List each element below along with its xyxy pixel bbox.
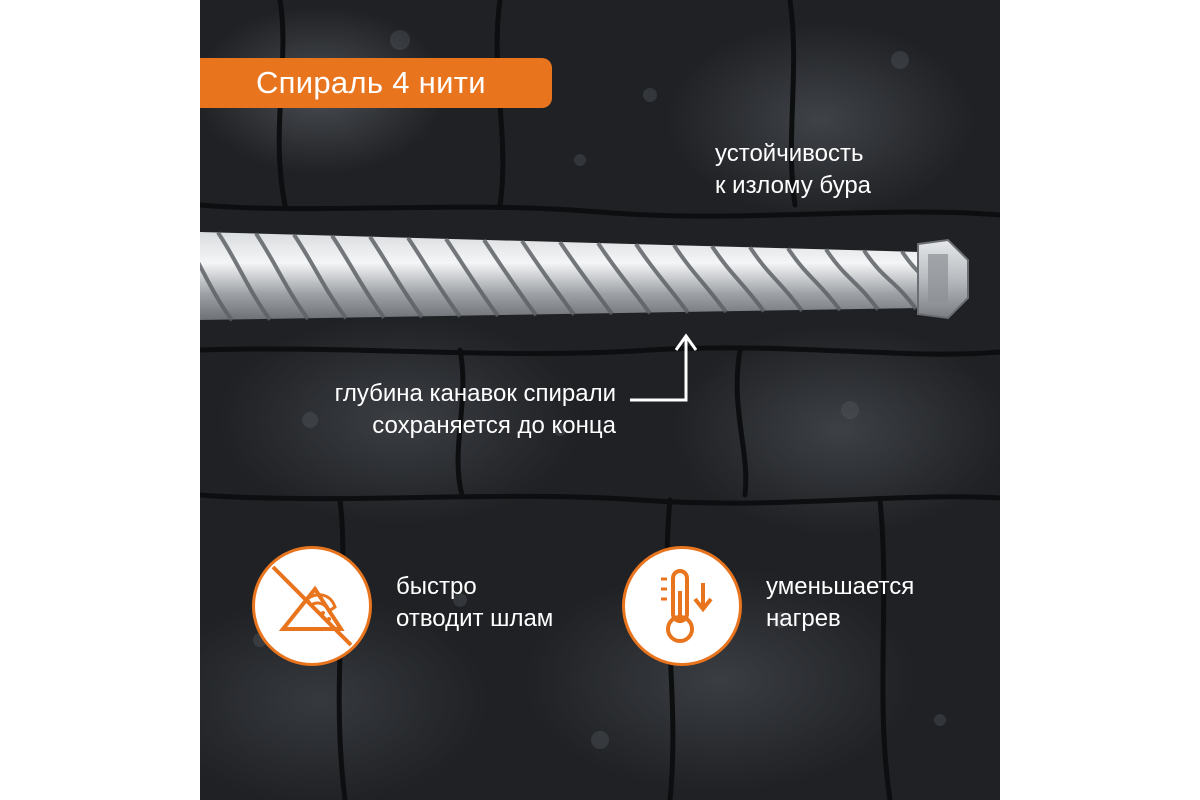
drill-flute: [200, 261, 234, 322]
feature-text-no-clog: быстро отводит шлам: [396, 571, 553, 635]
drill-flute: [368, 235, 424, 319]
feature-text-heat: уменьшается нагрев: [766, 571, 914, 635]
arrow-up-icon: [630, 333, 698, 402]
drill-flute: [520, 239, 576, 316]
drill-flute: [482, 238, 538, 317]
drill-flute: [330, 234, 386, 319]
feature-2-line-2: нагрев: [766, 605, 841, 632]
drill-flute: [444, 237, 500, 318]
feature-2-line-1: уменьшается: [766, 573, 915, 600]
drill-flute: [786, 247, 842, 312]
drill-flute: [596, 241, 652, 315]
drill-bit-image: [200, 231, 969, 322]
drill-flute: [672, 244, 728, 314]
drill-flute: [216, 231, 272, 321]
stability-line-1: устойчивость: [715, 140, 864, 167]
drill-flute: [824, 248, 880, 311]
depth-line-2: сохраняется до конца: [372, 412, 616, 439]
depth-line-1: глубина канавок спирали: [334, 380, 616, 407]
drill-flute: [406, 236, 462, 318]
no-clog-icon: [271, 565, 353, 647]
title-text: Спираль 4 нити: [256, 65, 486, 100]
stability-callout: устойчивость к излому бура: [715, 138, 871, 202]
product-card: Спираль 4 нити устойчивость к излому бур…: [200, 0, 1000, 800]
depth-callout: глубина канавок спирали сохраняется до к…: [264, 378, 616, 442]
stability-line-2: к излому бура: [715, 172, 872, 199]
drill-flute: [748, 246, 804, 313]
drill-flute: [634, 243, 690, 314]
drill-flute: [292, 233, 348, 320]
thermometer-down-icon: [661, 569, 713, 643]
drill-flute: [710, 245, 766, 313]
feature-1-line-2: отводит шлам: [396, 605, 554, 632]
drill-flute: [862, 249, 918, 311]
drill-flute: [254, 232, 310, 321]
feature-badge-no-clog: [252, 546, 372, 666]
feature-badge-heat: [622, 546, 742, 666]
feature-1-line-1: быстро: [396, 573, 477, 600]
stone-wall-background: [200, 0, 1000, 800]
title-tag: Спираль 4 нити: [200, 58, 552, 108]
drill-flute: [558, 240, 614, 316]
